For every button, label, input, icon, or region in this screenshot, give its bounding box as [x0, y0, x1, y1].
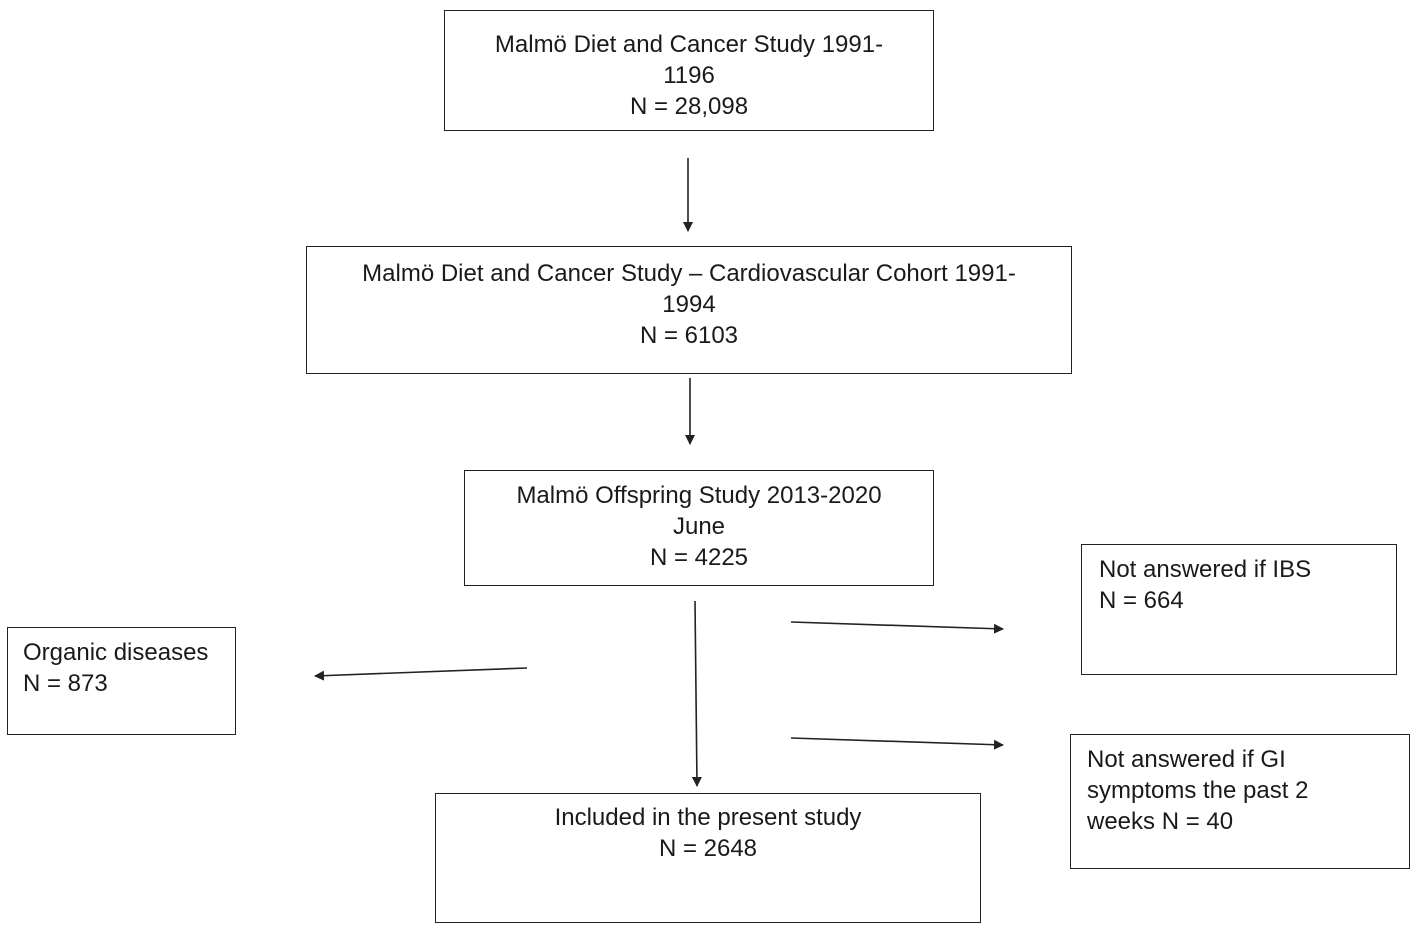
node-organic-diseases: Organic diseases N = 873 — [7, 627, 236, 735]
node-not-answered-ibs: Not answered if IBS N = 664 — [1081, 544, 1397, 675]
node-offspring-line-1: Malmö Offspring Study 2013-2020 — [516, 482, 882, 509]
node-mdcs-line-1: Malmö Diet and Cancer Study 1991- — [494, 31, 884, 58]
arrow-offspring-to-included — [691, 600, 702, 787]
node-mdcs-line-2: 1196 — [663, 62, 715, 89]
arrow-to-organic-diseases — [314, 667, 528, 681]
node-gi-line-3: weeks N = 40 — [1087, 808, 1234, 835]
node-ibs-line-1: Not answered if IBS — [1099, 556, 1312, 583]
node-organic-count: N = 873 — [23, 670, 108, 697]
node-included-count: N = 2648 — [658, 835, 758, 862]
node-cardiovascular-line-1: Malmö Diet and Cancer Study – Cardiovasc… — [362, 260, 1016, 287]
arrow-to-not-answered-ibs — [790, 621, 1004, 634]
node-cardiovascular-cohort: Malmö Diet and Cancer Study – Cardiovasc… — [306, 246, 1072, 374]
node-gi-line-2: symptoms the past 2 — [1087, 777, 1309, 804]
arrow-to-not-answered-gi — [790, 737, 1004, 750]
node-included: Included in the present study N = 2648 — [435, 793, 981, 923]
node-gi-line-1: Not answered if GI — [1087, 746, 1286, 773]
node-included-line-1: Included in the present study — [554, 804, 862, 831]
node-ibs-count: N = 664 — [1099, 587, 1184, 614]
node-offspring-line-2: June — [672, 513, 726, 540]
node-cardiovascular-count: N = 6103 — [639, 322, 739, 349]
node-cardiovascular-line-2: 1994 — [662, 291, 716, 318]
node-organic-line-1: Organic diseases — [23, 639, 209, 666]
node-mdcs-count: N = 28,098 — [629, 93, 749, 120]
node-offspring-count: N = 4225 — [649, 544, 749, 571]
node-not-answered-gi: Not answered if GI symptoms the past 2 w… — [1070, 734, 1410, 869]
node-offspring: Malmö Offspring Study 2013-2020 June N =… — [464, 470, 934, 586]
node-mdcs: Malmö Diet and Cancer Study 1991- 1196 N… — [444, 10, 934, 131]
